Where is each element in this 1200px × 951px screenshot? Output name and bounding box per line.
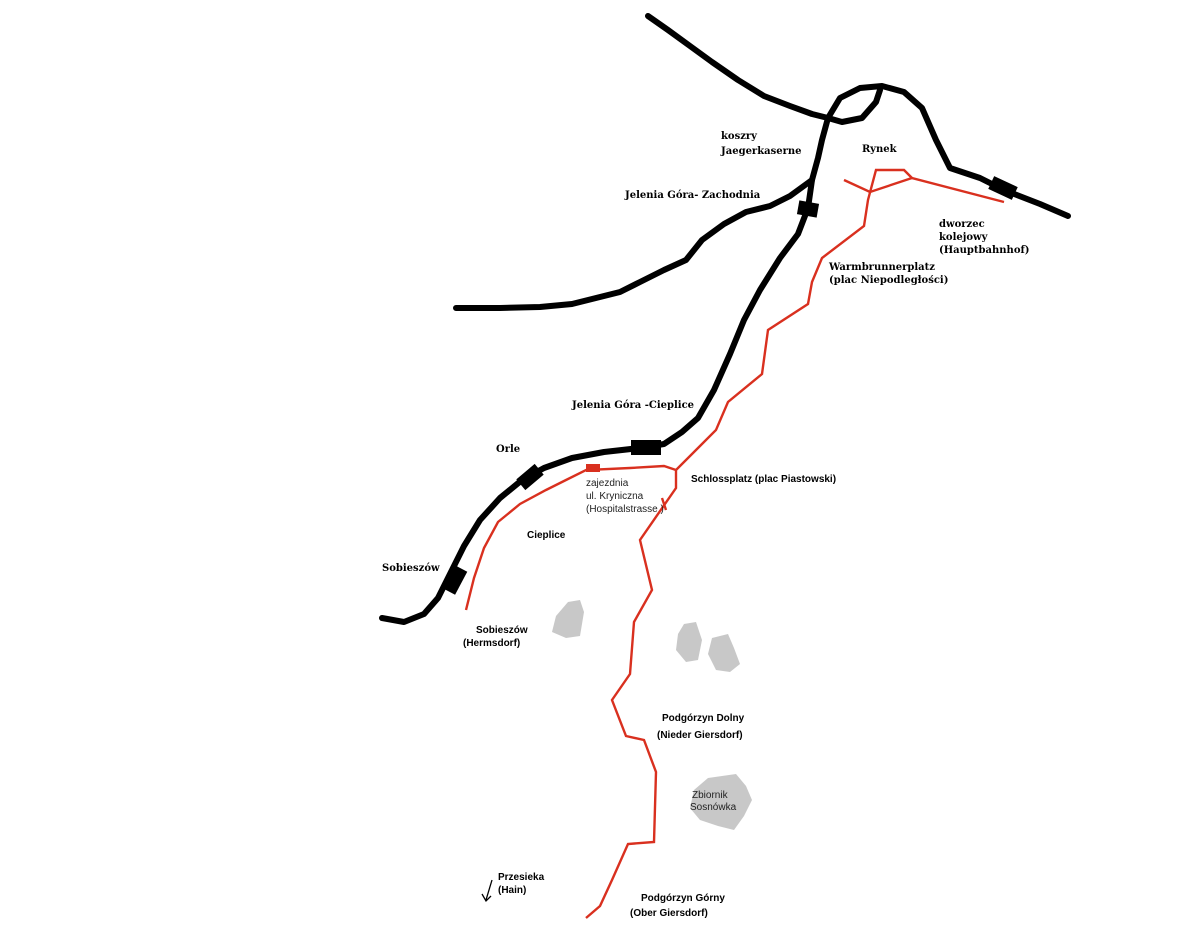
- label-hauptbahnhof: (Hauptbahnhof): [939, 245, 1030, 256]
- label-sobieszow-rail: Sobieszów: [382, 563, 440, 574]
- label-zbiornik: Zbiornik: [692, 790, 729, 801]
- label-koszry: koszry: [721, 131, 758, 142]
- pond-west: [676, 622, 702, 662]
- tram-depot-marker: [586, 464, 600, 472]
- tram-line-end-marker: [660, 497, 668, 511]
- label-plac-niepodleglosci: (plac Niepodległości): [829, 275, 948, 286]
- tram-lines: [464, 168, 1005, 919]
- label-ober-giersdorf: (Ober Giersdorf): [630, 908, 708, 919]
- przesieka-arrow-icon: [481, 879, 493, 903]
- label-zajezdnia: zajezdnia: [586, 478, 629, 489]
- label-sosnowka: Sosnówka: [690, 802, 737, 813]
- label-warmbrunnerplatz: Warmbrunnerplatz: [828, 262, 935, 273]
- pond-near-sobieszow: [552, 600, 584, 638]
- label-jg-cieplice: Jelenia Góra -Cieplice: [571, 400, 694, 411]
- label-jaegerkaserne: Jaegerkaserne: [720, 146, 802, 157]
- railway-zachodnia-branch: [453, 177, 815, 311]
- label-hospitalstrasse: (Hospitalstrasse ): [586, 504, 664, 515]
- label-dworzec: dworzec: [939, 219, 985, 230]
- label-kolejowy: kolejowy: [939, 232, 989, 243]
- label-ul-kryniczna: ul. Kryniczna: [586, 491, 644, 502]
- pond-east: [708, 634, 740, 672]
- station-marker-cieplice: [631, 440, 661, 455]
- label-cieplice: Cieplice: [527, 530, 566, 541]
- label-podgorzyn-dolny: Podgórzyn Dolny: [662, 713, 745, 724]
- label-hermsdorf: (Hermsdorf): [463, 638, 520, 649]
- station-marker-orle: [516, 463, 544, 491]
- label-hain: (Hain): [498, 885, 526, 896]
- label-orle: Orle: [496, 444, 520, 455]
- map-labels: koszry Jaegerkaserne Rynek Jelenia Góra-…: [382, 131, 1030, 919]
- label-nieder-giersdorf: (Nieder Giersdorf): [657, 730, 743, 741]
- railway-lines: [379, 13, 1071, 625]
- tram-rynek-spur: [843, 176, 913, 194]
- zbiornik-sosnowka-area: [690, 774, 752, 830]
- rail-stations: [442, 176, 1018, 595]
- label-sobieszow: Sobieszów: [476, 625, 528, 636]
- station-marker-sobieszow: [442, 565, 468, 595]
- station-marker-zachodnia: [796, 200, 820, 218]
- label-jg-zachodnia: Jelenia Góra- Zachodnia: [624, 190, 761, 201]
- label-podgorzyn-gorny: Podgórzyn Górny: [641, 893, 725, 904]
- label-rynek: Rynek: [862, 144, 898, 155]
- tram-cieplice-line: [464, 464, 677, 611]
- water-areas: [552, 600, 752, 830]
- label-schlossplatz: Schlossplatz (plac Piastowski): [691, 474, 836, 485]
- railway-loop-top: [825, 87, 883, 125]
- railway-main-south: [379, 115, 831, 625]
- station-marker-hauptbahnhof: [988, 176, 1018, 200]
- railway-north-branch: [645, 13, 831, 121]
- label-przesieka: Przesieka: [498, 872, 545, 883]
